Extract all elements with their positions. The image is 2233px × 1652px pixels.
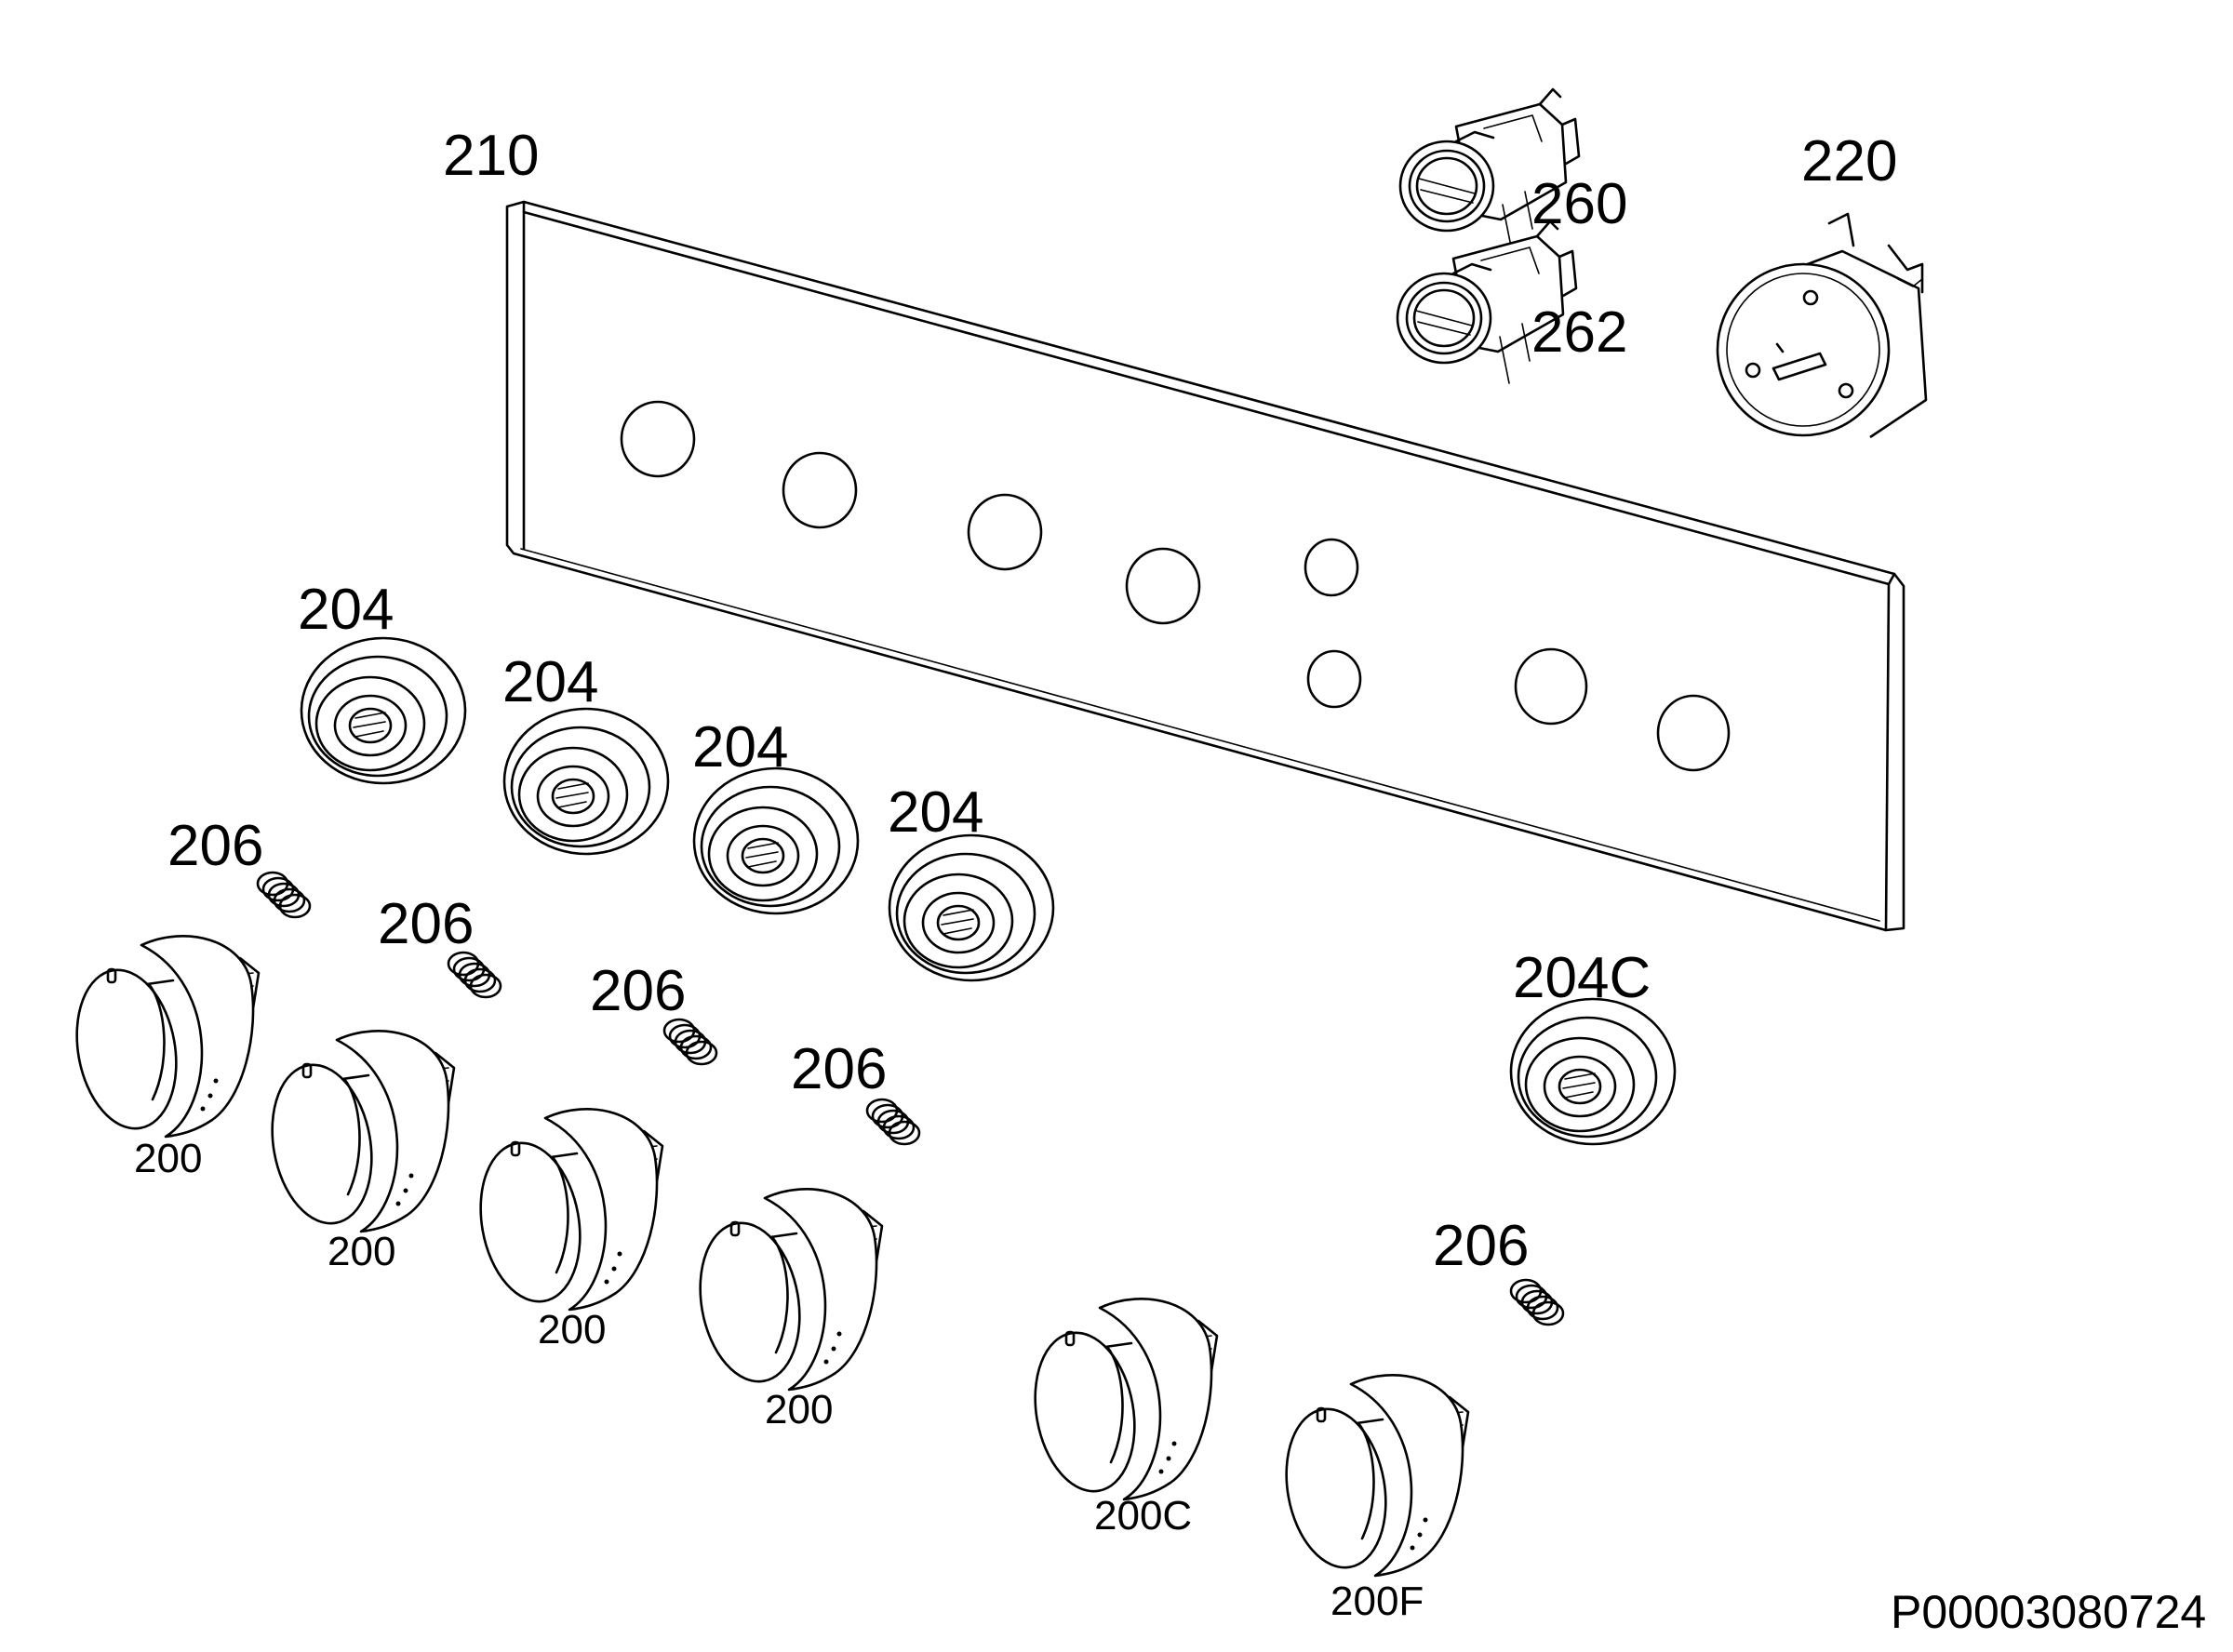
spring-1 <box>256 871 312 919</box>
label-knob-4: 200 <box>765 1387 833 1432</box>
knob-4 <box>687 1187 884 1392</box>
reference-code: P00003080724 <box>1891 1586 2206 1638</box>
knob-200c <box>1022 1297 1219 1501</box>
bezel-4 <box>888 833 1055 982</box>
label-knob-3: 200 <box>538 1307 606 1352</box>
spring-5 <box>1509 1278 1565 1326</box>
timer-220 <box>1716 212 1928 439</box>
knob-1 <box>63 934 261 1139</box>
spring-2 <box>447 951 502 999</box>
label-spring-3: 206 <box>590 959 686 1023</box>
knob-200f <box>1273 1373 1470 1578</box>
label-spring-1: 206 <box>167 814 263 878</box>
bezel-2 <box>502 707 670 856</box>
label-bezel-c: 204C <box>1513 946 1651 1010</box>
spring-4 <box>865 1098 921 1146</box>
panel-hole-1 <box>620 400 696 478</box>
label-switch-bottom: 262 <box>1531 300 1627 365</box>
knob-2 <box>259 1029 456 1233</box>
panel-hole-6 <box>1306 649 1362 709</box>
label-bezel-4: 204 <box>888 780 983 845</box>
label-bezel-1: 204 <box>298 578 394 642</box>
bezel-204c <box>1509 997 1677 1146</box>
bezel-1 <box>300 636 467 785</box>
panel-hole-7 <box>1514 647 1588 726</box>
bezel-3 <box>692 766 860 915</box>
label-spring-5: 206 <box>1433 1214 1529 1278</box>
label-spring-2: 206 <box>378 892 474 956</box>
label-bezel-2: 204 <box>502 650 598 714</box>
label-bezel-3: 204 <box>692 715 788 779</box>
label-knob-c: 200C <box>1094 1493 1192 1539</box>
label-switch-top: 260 <box>1531 172 1627 236</box>
label-spring-4: 206 <box>791 1037 887 1101</box>
panel-hole-8 <box>1656 694 1731 772</box>
knob-3 <box>467 1107 664 1312</box>
label-knob-2: 200 <box>328 1229 395 1274</box>
panel-hole-3 <box>967 493 1043 571</box>
panel-hole-4 <box>1125 547 1201 625</box>
control-panel <box>505 200 1905 932</box>
label-timer: 220 <box>1801 129 1897 193</box>
label-panel: 210 <box>443 124 539 188</box>
panel-hole-2 <box>782 451 858 529</box>
label-knob-f: 200F <box>1330 1579 1424 1624</box>
panel-hole-5 <box>1304 538 1359 597</box>
spring-3 <box>662 1018 718 1066</box>
label-knob-1: 200 <box>134 1136 202 1181</box>
